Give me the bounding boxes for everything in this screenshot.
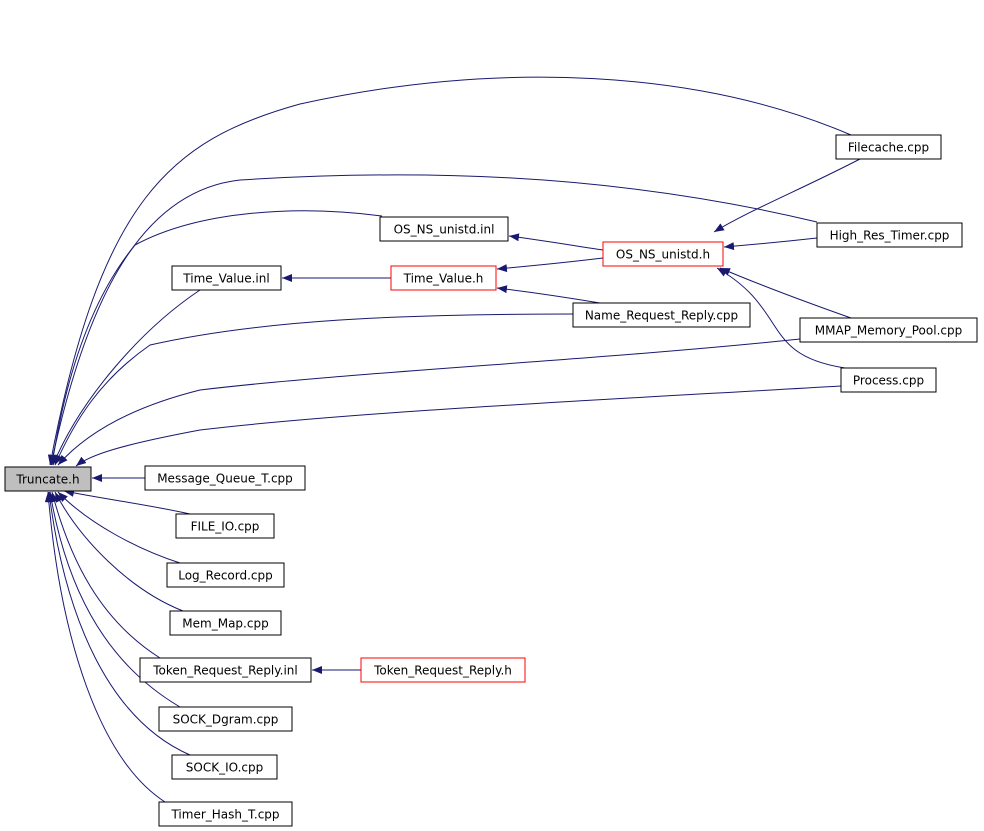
node-box	[158, 706, 293, 732]
node-label: Token_Request_Reply.inl	[152, 664, 298, 678]
node-label: Token_Request_Reply.h	[373, 664, 512, 678]
node-label: OS_NS_unistd.inl	[394, 223, 495, 237]
node-truncate[interactable]: Truncate.h	[4, 466, 92, 492]
node-label: Process.cpp	[853, 374, 924, 388]
node-label: OS_NS_unistd.h	[616, 248, 710, 262]
node-label: Time_Value.inl	[182, 272, 269, 286]
node-mem-map[interactable]: Mem_Map.cpp	[169, 610, 282, 636]
node-label: SOCK_IO.cpp	[186, 761, 263, 775]
node-box	[799, 317, 978, 343]
node-box	[602, 241, 724, 267]
node-label: Log_Record.cpp	[178, 569, 273, 583]
node-label: High_Res_Timer.cpp	[830, 229, 950, 243]
nodes-layer: Truncate.h Filecache.cppHigh_Res_Timer.cp…	[4, 134, 978, 827]
node-label: MMAP_Memory_Pool.cpp	[815, 324, 962, 338]
node-time-value-inl[interactable]: Time_Value.inl	[171, 265, 282, 291]
edge-sock-io-to-truncate	[46, 491, 191, 756]
node-box	[139, 657, 312, 683]
node-label: Filecache.cpp	[848, 141, 929, 155]
node-box	[360, 657, 526, 683]
node-time-value-h[interactable]: Time_Value.h	[390, 265, 497, 291]
node-os-ns-unistd-h[interactable]: OS_NS_unistd.h	[602, 241, 724, 267]
node-high-res-timer[interactable]: High_Res_Timer.cpp	[816, 222, 963, 248]
edge-os-ns-unistd-h-to-time-value-h	[496, 257, 604, 273]
edge-process-to-truncate	[75, 385, 842, 467]
edge-filecache-to-truncate	[47, 76, 852, 466]
edge-log-record-to-truncate	[57, 491, 181, 564]
node-box	[390, 265, 497, 291]
node-box	[816, 222, 963, 248]
node-label: Mem_Map.cpp	[182, 617, 268, 631]
node-label: Truncate.h	[15, 473, 79, 487]
node-box	[158, 801, 293, 827]
edge-timer-hash-t-to-truncate	[44, 491, 166, 803]
edge-mem-map-to-truncate	[54, 491, 184, 612]
edge-file-io-to-truncate	[63, 488, 191, 515]
node-box	[379, 216, 509, 242]
edge-time-value-inl-to-truncate	[52, 289, 201, 466]
node-name-request-reply[interactable]: Name_Request_Reply.cpp	[572, 302, 751, 328]
node-box	[4, 466, 92, 492]
node-log-record[interactable]: Log_Record.cpp	[166, 562, 285, 588]
edge-token-request-reply-inl-to-truncate	[50, 491, 161, 659]
node-timer-hash-t[interactable]: Timer_Hash_T.cpp	[158, 801, 293, 827]
edge-os-ns-unistd-inl-to-truncate	[49, 210, 383, 466]
node-box	[835, 134, 942, 160]
node-token-request-reply-h[interactable]: Token_Request_Reply.h	[360, 657, 526, 683]
node-box	[166, 562, 285, 588]
node-box	[171, 754, 278, 780]
node-box	[171, 265, 282, 291]
node-os-ns-unistd-inl[interactable]: OS_NS_unistd.inl	[379, 216, 509, 242]
edge-mmap-memory-pool-to-os-ns-unistd-h	[719, 267, 852, 319]
node-file-io[interactable]: FILE_IO.cpp	[175, 513, 275, 539]
node-label: SOCK_Dgram.cpp	[173, 713, 279, 727]
node-label: Time_Value.h	[403, 272, 484, 286]
node-sock-io[interactable]: SOCK_IO.cpp	[171, 754, 278, 780]
node-label: Timer_Hash_T.cpp	[170, 808, 279, 822]
node-box	[572, 302, 751, 328]
edge-filecache-to-os-ns-unistd-h	[713, 158, 861, 233]
edge-high-res-timer-to-truncate	[49, 174, 818, 466]
node-sock-dgram[interactable]: SOCK_Dgram.cpp	[158, 706, 293, 732]
node-filecache[interactable]: Filecache.cpp	[835, 134, 942, 160]
edge-name-request-reply-to-time-value-h	[496, 285, 601, 304]
edge-os-ns-unistd-h-to-os-ns-unistd-inl	[508, 233, 604, 251]
edges-layer	[44, 76, 861, 803]
node-process[interactable]: Process.cpp	[840, 367, 937, 393]
edge-sock-dgram-to-truncate	[47, 491, 181, 708]
edge-process-to-os-ns-unistd-h	[716, 267, 846, 369]
node-box	[169, 610, 282, 636]
edge-name-request-reply-to-truncate	[54, 313, 576, 466]
node-label: Name_Request_Reply.cpp	[585, 309, 738, 323]
node-box	[840, 367, 937, 393]
node-label: FILE_IO.cpp	[191, 520, 260, 534]
edge-mmap-memory-pool-to-truncate	[57, 338, 801, 466]
node-token-request-reply-inl[interactable]: Token_Request_Reply.inl	[139, 657, 312, 683]
edge-high-res-timer-to-os-ns-unistd-h	[723, 237, 818, 251]
node-box	[144, 465, 306, 491]
node-mmap-memory-pool[interactable]: MMAP_Memory_Pool.cpp	[799, 317, 978, 343]
node-message-queue-t[interactable]: Message_Queue_T.cpp	[144, 465, 306, 491]
node-label: Message_Queue_T.cpp	[157, 472, 293, 486]
node-box	[175, 513, 275, 539]
